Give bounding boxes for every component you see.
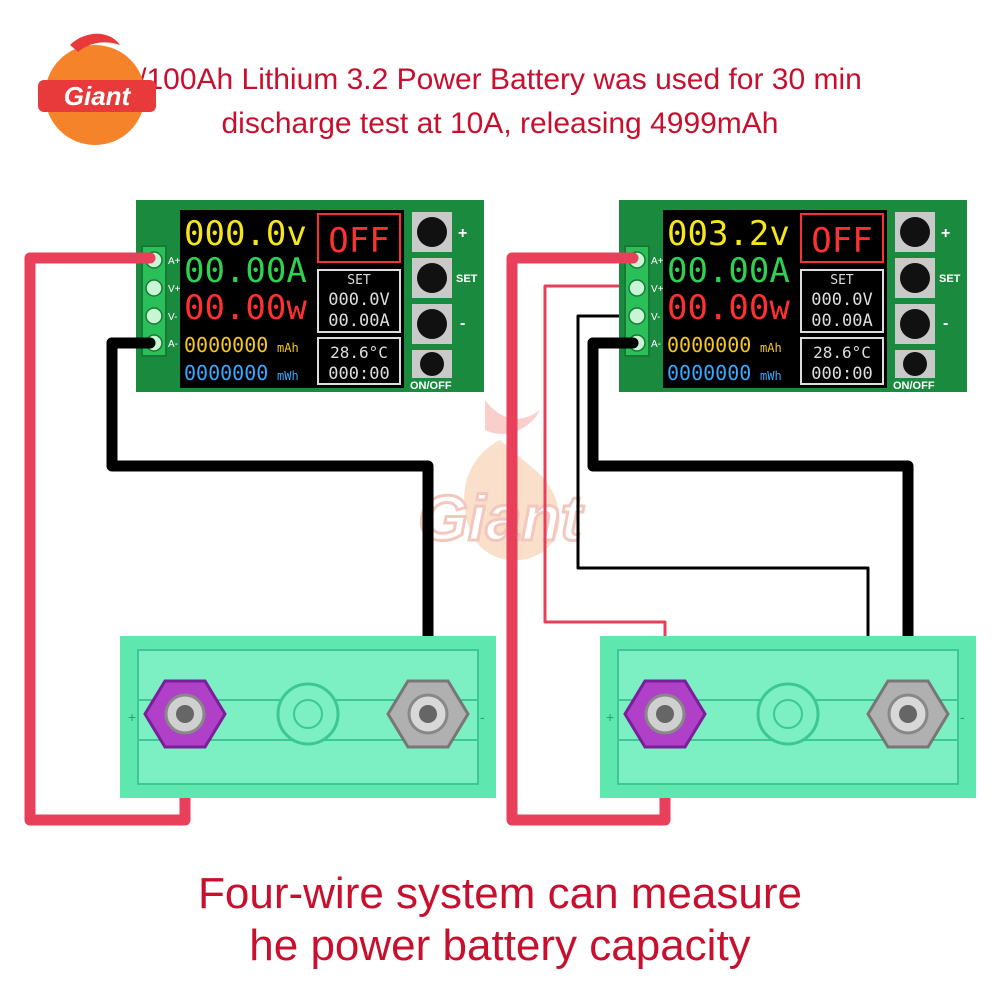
footer-caption: Four-wire system can measure he power ba… bbox=[0, 868, 1000, 972]
terminal-label: V+ bbox=[651, 284, 664, 295]
battery-vent bbox=[276, 682, 340, 746]
battery-minus-label: - bbox=[480, 709, 485, 725]
terminal-screw bbox=[628, 279, 646, 297]
watermark-text: Giant bbox=[418, 482, 584, 554]
header-caption: /100Ah Lithium 3.2 Power Battery was use… bbox=[0, 58, 1000, 146]
minus-label: - bbox=[943, 315, 948, 332]
logo-flame bbox=[70, 33, 120, 52]
lcd-power: 00.00w bbox=[667, 288, 790, 328]
header-line-1: /100Ah Lithium 3.2 Power Battery was use… bbox=[138, 63, 862, 96]
onoff-button-cap[interactable] bbox=[420, 352, 444, 376]
wire-ends bbox=[106, 252, 639, 349]
lcd-state: OFF bbox=[328, 221, 389, 261]
button-column bbox=[412, 212, 452, 378]
plus-button-cap[interactable] bbox=[900, 217, 930, 247]
footer-line-1: Four-wire system can measure bbox=[198, 869, 802, 918]
lcd-set-current: 00.00A bbox=[328, 311, 389, 331]
battery-vent-inner bbox=[293, 699, 323, 729]
minus-button-cap[interactable] bbox=[417, 309, 447, 339]
onoff-label: ON/OFF bbox=[410, 380, 452, 392]
lcd-temperature: 28.6°C bbox=[813, 343, 871, 362]
set-label: SET bbox=[939, 273, 961, 285]
terminal-label: A- bbox=[168, 339, 178, 350]
lcd-screen bbox=[180, 210, 404, 388]
set-button-cap[interactable] bbox=[417, 263, 447, 293]
terminal-screw bbox=[628, 307, 646, 325]
battery-vent-inner bbox=[773, 699, 803, 729]
lcd-set-voltage: 000.0V bbox=[328, 290, 389, 310]
lcd-set-label: SET bbox=[830, 273, 854, 288]
logo-badge bbox=[38, 80, 156, 112]
lcd-energy: 0000000 bbox=[667, 361, 751, 385]
watermark-leaf bbox=[485, 400, 540, 434]
lcd-state: OFF bbox=[811, 221, 872, 261]
set-button-cap[interactable] bbox=[900, 263, 930, 293]
lcd-energy-unit: mWh bbox=[277, 369, 299, 383]
terminal-label: V- bbox=[168, 312, 177, 323]
lcd-current: 00.00A bbox=[667, 251, 790, 291]
battery-left: + - bbox=[120, 636, 496, 798]
footer-line-2: he power battery capacity bbox=[249, 921, 751, 970]
terminal-screw bbox=[145, 279, 163, 297]
set-label: SET bbox=[456, 273, 478, 285]
minus-button-cap[interactable] bbox=[900, 309, 930, 339]
lcd-set-current: 00.00A bbox=[811, 311, 872, 331]
battery-vent bbox=[756, 682, 820, 746]
lcd-voltage: 000.0v bbox=[184, 214, 307, 254]
temp-box bbox=[317, 337, 401, 385]
minus-label: - bbox=[460, 315, 465, 332]
lcd-capacity: 0000000 bbox=[667, 333, 751, 357]
state-box bbox=[317, 213, 401, 263]
lcd-voltage: 003.2v bbox=[667, 214, 790, 254]
plus-label: + bbox=[458, 225, 467, 242]
lcd-timer: 000:00 bbox=[328, 364, 389, 384]
terminal-bolt-center bbox=[419, 705, 437, 723]
plus-button-cap[interactable] bbox=[417, 217, 447, 247]
button-column bbox=[895, 212, 935, 378]
lcd-timer: 000:00 bbox=[811, 364, 872, 384]
battery-minus-label: - bbox=[960, 709, 965, 725]
tester-module-right: A+ V+ V- A- 003.2v 00.00A 00.00w 0000000… bbox=[619, 200, 967, 392]
battery-right: + - bbox=[600, 636, 976, 798]
lcd-current: 00.00A bbox=[184, 251, 307, 291]
terminal-label: A+ bbox=[651, 256, 664, 267]
plus-label: + bbox=[941, 225, 950, 242]
lcd-capacity-unit: mAh bbox=[277, 341, 299, 355]
terminal-label: V+ bbox=[168, 284, 181, 295]
lcd-set-label: SET bbox=[347, 273, 371, 288]
logo-text: Giant bbox=[64, 81, 132, 111]
battery-plus-label: + bbox=[606, 709, 614, 725]
lcd-capacity-unit: mAh bbox=[760, 341, 782, 355]
lcd-energy: 0000000 bbox=[184, 361, 268, 385]
lcd-screen bbox=[663, 210, 887, 388]
lcd-power: 00.00w bbox=[184, 288, 307, 328]
terminal-label: A+ bbox=[168, 256, 181, 267]
watermark-logo: Giant bbox=[417, 400, 586, 561]
set-box bbox=[317, 269, 401, 333]
terminal-label: A- bbox=[651, 339, 661, 350]
onoff-button-cap[interactable] bbox=[903, 352, 927, 376]
terminal-bolt-center bbox=[176, 705, 194, 723]
terminal-screw bbox=[145, 307, 163, 325]
set-box bbox=[800, 269, 884, 333]
tester-module-left: A+ V+ V- A- 000.0v 00.00A 00.00w 0000000… bbox=[136, 200, 484, 392]
onoff-label: ON/OFF bbox=[893, 380, 935, 392]
lcd-set-voltage: 000.0V bbox=[811, 290, 872, 310]
lcd-temperature: 28.6°C bbox=[330, 343, 388, 362]
header-line-2: discharge test at 10A, releasing 4999mAh bbox=[221, 107, 779, 140]
state-box bbox=[800, 213, 884, 263]
lcd-energy-unit: mWh bbox=[760, 369, 782, 383]
terminal-bolt-center bbox=[899, 705, 917, 723]
battery-plus-label: + bbox=[128, 709, 136, 725]
brand-logo: Giant bbox=[38, 33, 156, 145]
terminal-label: V- bbox=[651, 312, 660, 323]
terminal-bolt-center bbox=[656, 705, 674, 723]
lcd-capacity: 0000000 bbox=[184, 333, 268, 357]
temp-box bbox=[800, 337, 884, 385]
